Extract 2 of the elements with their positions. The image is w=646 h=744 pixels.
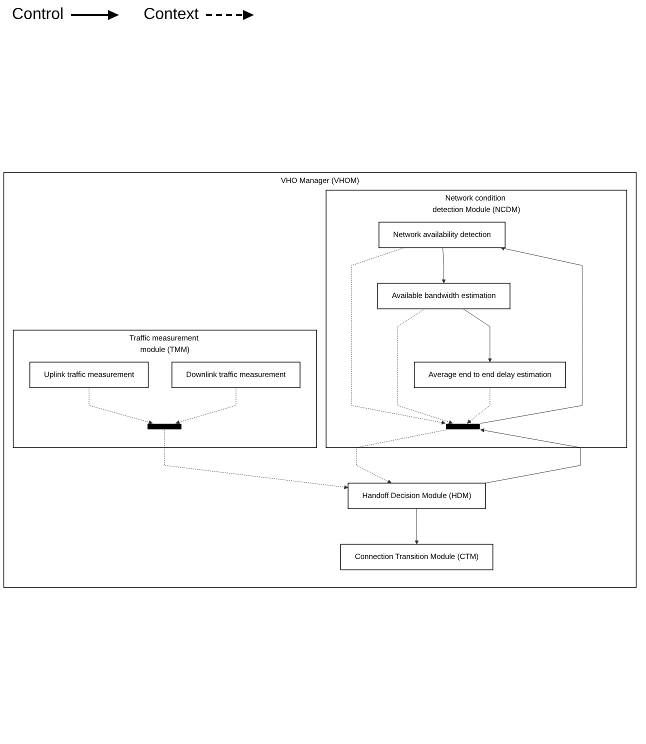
legend-text: Context bbox=[144, 6, 199, 24]
legend-text: Control bbox=[12, 6, 64, 24]
